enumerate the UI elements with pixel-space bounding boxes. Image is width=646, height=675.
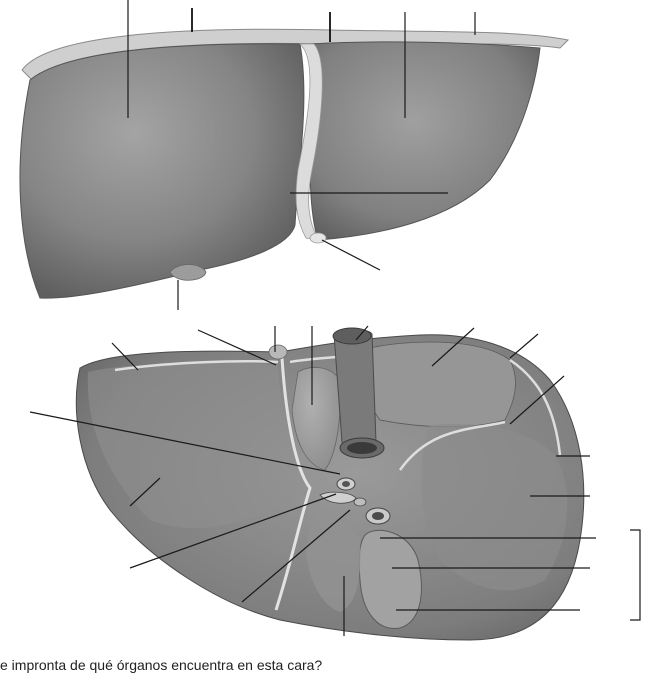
leader-a7 [322, 240, 380, 270]
bare-area [359, 342, 516, 427]
leader-b7 [510, 334, 538, 358]
ligament-knob [269, 345, 287, 359]
ivc-upper-opening [333, 328, 371, 344]
left-lobe [310, 42, 540, 240]
question-caption: e impronta de qué órganos encuentra en e… [0, 655, 646, 675]
bracket [630, 530, 640, 620]
posterior-view [30, 326, 640, 640]
anterior-view [20, 0, 568, 310]
right-lobe [20, 44, 304, 298]
